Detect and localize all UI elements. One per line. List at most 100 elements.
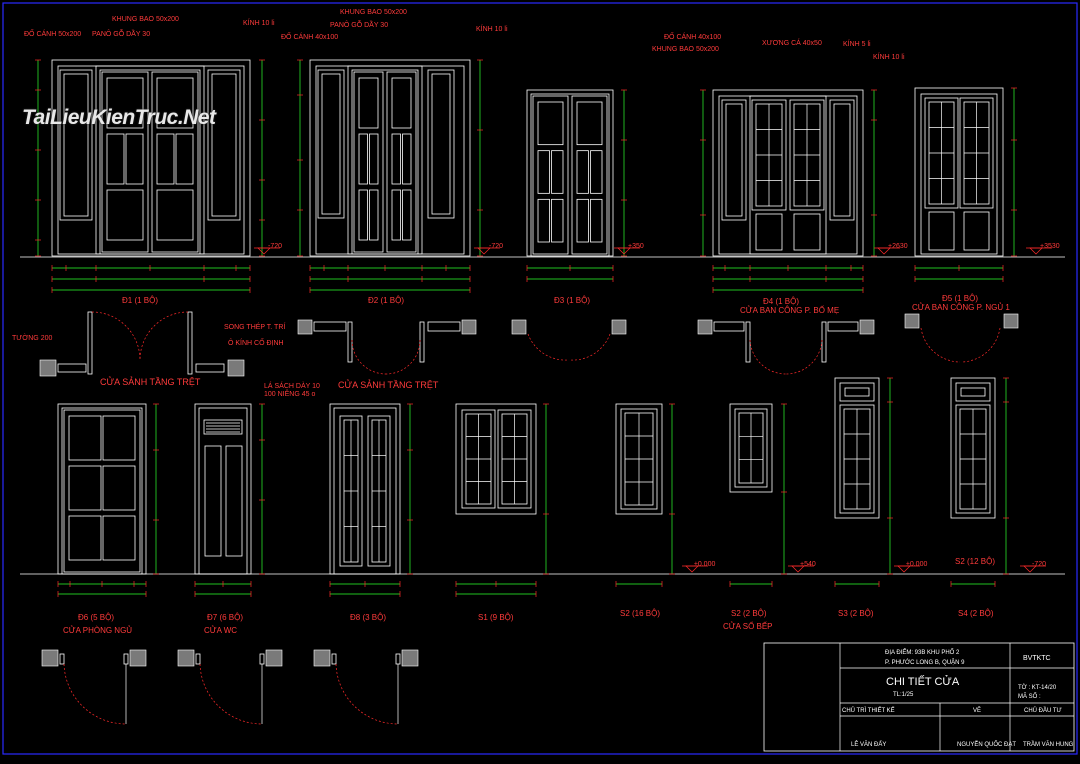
d3-door-panel-1-1-0 bbox=[576, 150, 589, 194]
d6-door-leaf-0 bbox=[63, 409, 141, 573]
tb-title: CHI TIẾT CỬA bbox=[886, 676, 960, 688]
tb-location-1: ĐỊA ĐIỂM: 93B KHU PHỐ 2 bbox=[885, 650, 960, 656]
plan1-jamb-r bbox=[187, 311, 193, 375]
d4-sidelight-r-glass bbox=[833, 103, 851, 217]
plan5-arc-l bbox=[920, 327, 961, 363]
d2-door-panel-0-2-1 bbox=[369, 189, 379, 241]
s4-leaf-leaf bbox=[955, 404, 991, 514]
caption-d4-sub: CỬA BAN CÔNG P. BỐ MẸ bbox=[740, 306, 840, 315]
plan2-jamb-l bbox=[347, 321, 353, 363]
plan6-wall-l bbox=[41, 649, 59, 667]
plan5-wall-r bbox=[1003, 313, 1019, 329]
plan6-jamb-l bbox=[59, 653, 65, 665]
d5-leaf-l-leaf bbox=[924, 97, 959, 209]
d1-inner bbox=[57, 65, 245, 255]
d8-glass-r-leaf bbox=[367, 415, 391, 567]
d1-sidelight-l-leaf bbox=[59, 69, 93, 221]
plan5-wall-l bbox=[904, 313, 920, 329]
d1-sidelight-l-glass bbox=[63, 73, 89, 217]
d1-door-leaf-0 bbox=[101, 71, 149, 253]
d4-sidelight-r-leaf bbox=[829, 99, 855, 221]
plan4-arc-r bbox=[785, 339, 823, 375]
d3-door-frame bbox=[526, 89, 614, 257]
s2a-leaf-leaf bbox=[620, 408, 658, 510]
d2-sidelight-r-glass bbox=[431, 73, 451, 215]
caption-s4: S4 (2 BỘ) bbox=[958, 609, 994, 618]
tb-sheet: TỜ : KT-14/20 bbox=[1018, 685, 1057, 691]
d2-inner bbox=[315, 65, 465, 255]
s1-leaf-l-leaf bbox=[461, 409, 496, 509]
callout-d2-pano: PANÔ GỖ DẦY 30 bbox=[330, 22, 389, 29]
caption-s2b: S2 (2 BỘ) bbox=[731, 609, 767, 618]
d2-sidelight-r-leaf bbox=[427, 69, 455, 219]
d1-door-panel-1-2-0 bbox=[156, 189, 194, 241]
d3-door-leaf-1 bbox=[571, 95, 608, 255]
plan1-sidelight-r bbox=[195, 363, 225, 373]
d3-door-panel-1-2-0 bbox=[576, 198, 589, 243]
d8-glass-l-leaf bbox=[339, 415, 363, 567]
d2-door-panel-1-0-0 bbox=[391, 77, 412, 129]
caption-d5: Đ5 (1 BỘ) bbox=[942, 294, 979, 303]
d6-door-panel-0-1-0 bbox=[68, 465, 102, 511]
d7-panel-l bbox=[204, 445, 222, 557]
level-d4: +2630 bbox=[888, 243, 908, 250]
s3-transom-inner bbox=[844, 387, 870, 397]
s1-frame bbox=[455, 403, 537, 515]
d2-door-leaf-1 bbox=[386, 71, 417, 253]
plan7-arc bbox=[199, 663, 263, 725]
d2-sidelight-l-leaf bbox=[317, 69, 345, 219]
caption-d8: Đ8 (3 BỘ) bbox=[350, 613, 387, 622]
callout-d7-nieng: 100 NIÊNG 45 o bbox=[264, 391, 316, 398]
d3-door-panel-1-2-1 bbox=[590, 198, 603, 243]
s2b-leaf-leaf bbox=[734, 408, 768, 488]
tb-name-3: TRẦM VĂN HUNG bbox=[1023, 742, 1074, 748]
plan7-wall-l bbox=[177, 649, 195, 667]
title-block bbox=[763, 642, 1075, 752]
d1-sidelight-r-glass bbox=[211, 73, 237, 217]
d7-louver bbox=[203, 419, 243, 435]
d1-door-panel-0-0-0 bbox=[106, 77, 144, 129]
d1-door-frame-inner bbox=[99, 69, 201, 255]
plan2-sidelight-r bbox=[427, 321, 461, 332]
d7-panel-r bbox=[225, 445, 243, 557]
plan6-jamb-r bbox=[123, 653, 129, 665]
caption-s2b-sub: CỬA SỔ BẾP bbox=[723, 622, 773, 631]
d2-door-panel-1-1-1 bbox=[402, 133, 412, 185]
d2-door-leaf-0 bbox=[353, 71, 384, 253]
d2-door-panel-0-2-0 bbox=[358, 189, 368, 241]
plan8-wall-r bbox=[401, 649, 419, 667]
s2b-frame bbox=[729, 403, 773, 493]
d3-door-frame-inner bbox=[530, 93, 610, 257]
caption-d2: Đ2 (1 BỘ) bbox=[368, 296, 405, 305]
tb-scale: TL:1/25 bbox=[893, 692, 914, 698]
s2a-frame bbox=[615, 403, 663, 515]
caption-d7-sub: CỬA WC bbox=[204, 626, 238, 635]
plan3-wall-l bbox=[511, 319, 527, 335]
d6-door-panel-0-0-1 bbox=[102, 415, 136, 461]
d5-outer bbox=[914, 87, 1004, 257]
d7-frame bbox=[194, 403, 252, 575]
plan8-wall-l bbox=[313, 649, 331, 667]
plan2-jamb-r bbox=[419, 321, 425, 363]
d1-door-panel-0-1-0 bbox=[106, 133, 125, 185]
plan4-arc-l bbox=[749, 339, 787, 375]
d3-door-panel-0-2-1 bbox=[551, 198, 564, 243]
callout-d4-khung-bao: KHUNG BAO 50x200 bbox=[652, 46, 719, 53]
level-d3: +350 bbox=[628, 243, 644, 250]
level-s1: ±0.000 bbox=[694, 561, 716, 568]
d6-door-panel-0-2-0 bbox=[68, 515, 102, 561]
d3-door-panel-1-1-1 bbox=[590, 150, 603, 194]
plan4-sidelight-l bbox=[713, 321, 745, 332]
d1-door-frame bbox=[95, 65, 205, 255]
callout-d4-do-canh: ĐỐ CÁNH 40x100 bbox=[664, 34, 722, 41]
level-s3: ±0.000 bbox=[906, 561, 928, 568]
caption-s2c: S2 (12 BỘ) bbox=[955, 557, 996, 566]
d3-door-panel-1-0-0 bbox=[576, 101, 603, 146]
plan5-arc-r bbox=[961, 327, 1001, 363]
level-d2: -720 bbox=[489, 243, 504, 250]
d5-panel-l bbox=[928, 211, 955, 251]
plan1-wall-l bbox=[39, 359, 57, 377]
d5-inner bbox=[920, 93, 998, 255]
tb-name-1: LÊ VĂN ĐẤY bbox=[851, 742, 887, 748]
